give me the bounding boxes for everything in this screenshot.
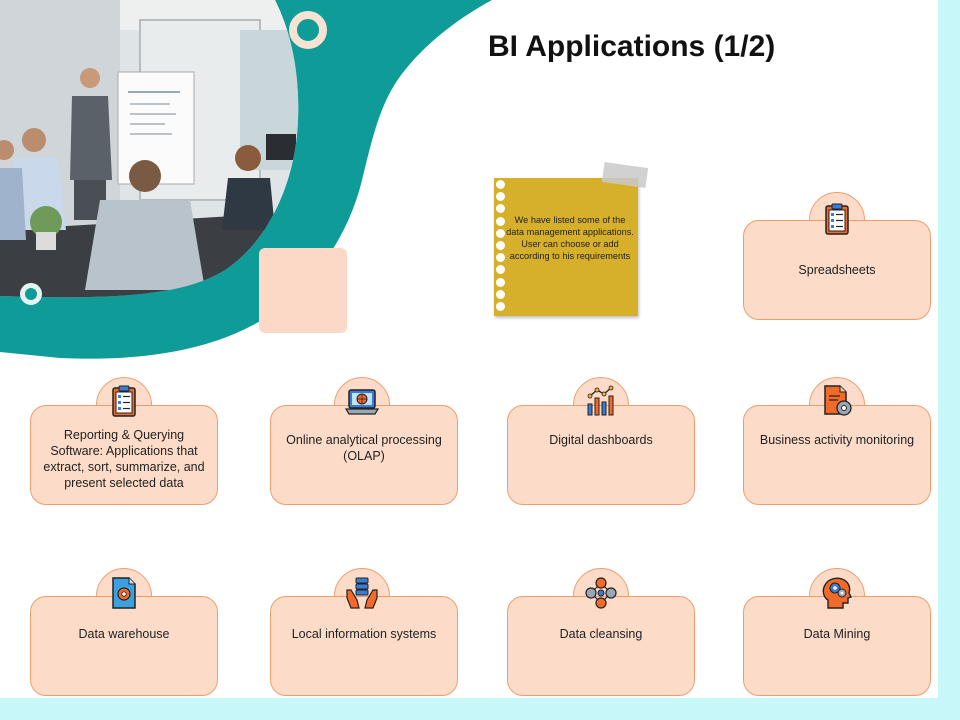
decorative-ring-small xyxy=(20,283,42,305)
clipboard-list-icon xyxy=(112,385,136,417)
clipboard-list-icon xyxy=(825,203,849,235)
card-tab-cover xyxy=(329,406,395,426)
bar-chart-icon xyxy=(587,385,614,416)
document-gear-icon xyxy=(824,385,852,416)
decorative-ring xyxy=(289,11,327,49)
card-label-local-information-systems: Local information systems xyxy=(291,627,437,641)
decorative-peach-square xyxy=(259,248,347,333)
card-tab-cover xyxy=(568,406,634,426)
card-label-spreadsheets: Spreadsheets xyxy=(798,263,876,277)
card-tab-cover xyxy=(329,597,395,617)
card-tab-cover xyxy=(804,406,870,426)
card-label-reporting-querying: Reporting & Querying Software: Applicati… xyxy=(43,428,205,490)
card-label-data-mining: Data Mining xyxy=(803,627,871,641)
card-label-olap: Online analytical processing (OLAP) xyxy=(286,433,442,463)
card-label-business-activity-monitoring: Business activity monitoring xyxy=(759,433,915,447)
card-local-information-systems xyxy=(270,596,458,696)
head-gears-icon xyxy=(822,577,852,609)
page-title: BI Applications (1/2) xyxy=(488,30,776,63)
card-label-data-cleansing: Data cleansing xyxy=(559,627,643,641)
frame-right-strip xyxy=(938,0,960,720)
card-label-digital-dashboards: Digital dashboards xyxy=(549,433,653,447)
note-binding-holes xyxy=(496,180,506,314)
document-gear-icon xyxy=(112,577,136,609)
frame-bottom-strip xyxy=(0,698,960,720)
laptop-globe-icon xyxy=(345,389,379,415)
note-text: We have listed some of the data manageme… xyxy=(506,215,634,261)
hands-database-icon xyxy=(346,577,378,609)
sticky-note: We have listed some of the data manageme… xyxy=(494,178,638,316)
gears-network-icon xyxy=(585,577,617,609)
meeting-photo xyxy=(0,0,299,298)
card-label-data-warehouse: Data warehouse xyxy=(78,627,170,641)
